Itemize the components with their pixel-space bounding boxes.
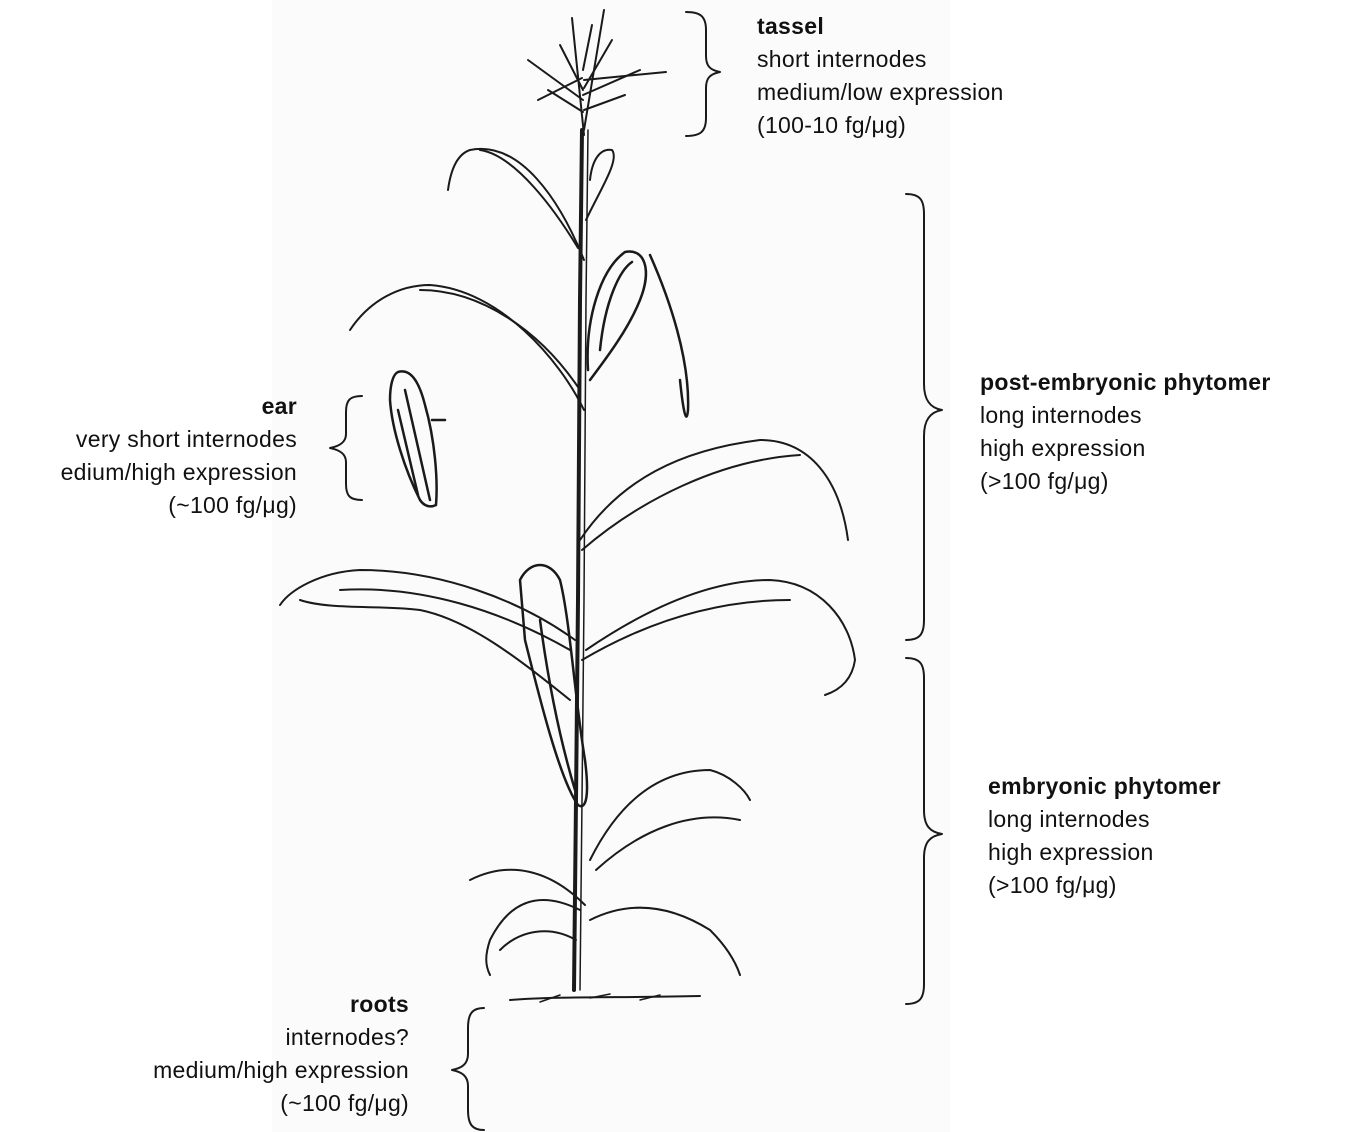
embryonic-internodes: long internodes — [988, 803, 1221, 836]
post-embryonic-title: post-embryonic phytomer — [980, 366, 1271, 399]
post-embryonic-internodes: long internodes — [980, 399, 1271, 432]
embryonic-title: embryonic phytomer — [988, 770, 1221, 803]
embryonic-concentration: (>100 fg/μg) — [988, 869, 1221, 902]
middle-leaves — [280, 440, 855, 700]
ear-expression: edium/high expression — [61, 456, 297, 489]
tassel-drawing — [528, 10, 666, 135]
roots-expression: medium/high expression — [153, 1054, 409, 1087]
tassel-title: tassel — [757, 10, 1004, 43]
roots-label: roots internodes? medium/high expression… — [153, 988, 409, 1120]
post-embryonic-label: post-embryonic phytomer long internodes … — [980, 366, 1271, 498]
lower-leaves — [470, 770, 750, 975]
post-embryonic-expression: high expression — [980, 432, 1271, 465]
ear-internodes: very short internodes — [61, 423, 297, 456]
roots-concentration: (~100 fg/μg) — [153, 1087, 409, 1120]
tassel-label: tassel short internodes medium/low expre… — [757, 10, 1004, 142]
post-embryonic-brace — [906, 194, 942, 640]
embryonic-brace — [906, 658, 942, 1004]
roots-brace — [452, 1008, 484, 1130]
ear-brace — [330, 396, 362, 500]
upper-leaves — [350, 149, 614, 410]
roots-title: roots — [153, 988, 409, 1021]
post-embryonic-concentration: (>100 fg/μg) — [980, 465, 1271, 498]
tassel-concentration: (100-10 fg/μg) — [757, 109, 1004, 142]
braces — [330, 12, 942, 1130]
ground-line — [510, 996, 700, 1000]
ear-drawing — [390, 371, 445, 506]
upper-ear-drawing — [588, 252, 689, 417]
ear-label: ear very short internodes edium/high exp… — [61, 390, 297, 522]
ear-title: ear — [61, 390, 297, 423]
tassel-internodes: short internodes — [757, 43, 1004, 76]
tassel-expression: medium/low expression — [757, 76, 1004, 109]
ear-concentration: (~100 fg/μg) — [61, 489, 297, 522]
roots-internodes: internodes? — [153, 1021, 409, 1054]
embryonic-label: embryonic phytomer long internodes high … — [988, 770, 1221, 902]
tassel-brace — [686, 12, 720, 136]
embryonic-expression: high expression — [988, 836, 1221, 869]
